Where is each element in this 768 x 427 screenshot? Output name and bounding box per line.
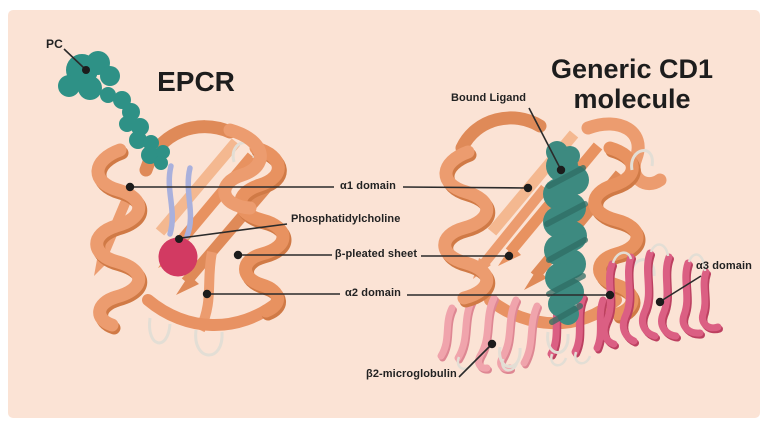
- cd1-left-helix: [438, 145, 494, 305]
- beta2-microglobulin-strands: [437, 294, 542, 374]
- cd1-right-helix: [588, 141, 644, 321]
- alpha3-leader-line: [660, 275, 702, 302]
- alpha3-loop: [687, 253, 707, 272]
- alpha1-leader-line-right: [402, 186, 529, 189]
- beta2m-leader-line: [458, 345, 491, 378]
- pc-label: PC: [46, 37, 63, 51]
- epcr-loop: [148, 317, 172, 345]
- cd1-loop: [546, 331, 570, 354]
- alpha2-domain-label: α2 domain: [345, 287, 401, 299]
- epcr-beta-strand: [181, 182, 273, 286]
- beta-sheet-dot-left: [233, 250, 243, 260]
- phosphatidylcholine-leader-line: [180, 223, 288, 239]
- bound-ligand-molecule: [543, 141, 589, 325]
- phosphatidylcholine-head: [158, 237, 198, 277]
- alpha2-dot-left: [202, 289, 212, 299]
- epcr-top-helix-front: [218, 123, 267, 215]
- cd1-beta-arrowhead: [524, 269, 547, 290]
- cd1-top-helix-back: [455, 111, 547, 155]
- alpha1-dot-right: [523, 183, 533, 193]
- phospholipid-tail: [166, 163, 176, 237]
- phospholipid-tail: [184, 165, 194, 239]
- bound-ligand-dot: [556, 165, 566, 175]
- cd1-title: Generic CD1 molecule: [550, 54, 714, 115]
- protein-c-molecule: [58, 51, 170, 170]
- alpha2-dot-right: [605, 290, 615, 300]
- alpha3-domain-strands: [600, 243, 723, 350]
- cd1-loop: [498, 346, 522, 369]
- ligand-stripes: [544, 165, 588, 325]
- alpha3-loop: [611, 251, 633, 264]
- phosphatidylcholine-label: Phosphatidylcholine: [291, 213, 401, 225]
- epcr-beta-arrowhead: [176, 275, 199, 295]
- epcr-bottom-helix: [142, 294, 284, 331]
- cd1-loop: [574, 351, 592, 365]
- epcr-right-helix: [234, 141, 290, 318]
- alpha3-loop: [649, 243, 670, 257]
- cd1-beta-strand: [478, 184, 549, 270]
- bound-ligand-label: Bound Ligand: [451, 92, 527, 104]
- phosphatidylcholine-dot: [175, 235, 183, 243]
- pc-leader-line: [63, 48, 85, 69]
- alpha1-dot-left: [125, 182, 135, 192]
- pc-dot: [82, 66, 90, 74]
- cd1-loop: [630, 149, 654, 171]
- beta2-microglobulin-label: β2-microglobulin: [366, 368, 457, 380]
- epcr-left-helix: [90, 143, 146, 332]
- alpha3-dot: [655, 297, 665, 307]
- epcr-title: EPCR: [157, 66, 235, 97]
- alpha1-domain-label: α1 domain: [340, 180, 396, 192]
- cd1-structure: [437, 111, 723, 374]
- epcr-loop: [194, 329, 224, 357]
- beta-pleated-sheet-label: β-pleated sheet: [334, 248, 418, 260]
- leader-dots: [82, 66, 665, 349]
- beta2m-dot: [487, 339, 497, 349]
- bound-ligand-leader-line: [528, 107, 561, 169]
- cd1-loop: [550, 353, 568, 367]
- leader-lines: [63, 48, 702, 378]
- epcr-structure: [90, 120, 292, 357]
- alpha3-domain-label: α3 domain: [696, 260, 752, 272]
- beta-sheet-dot-right: [504, 251, 514, 261]
